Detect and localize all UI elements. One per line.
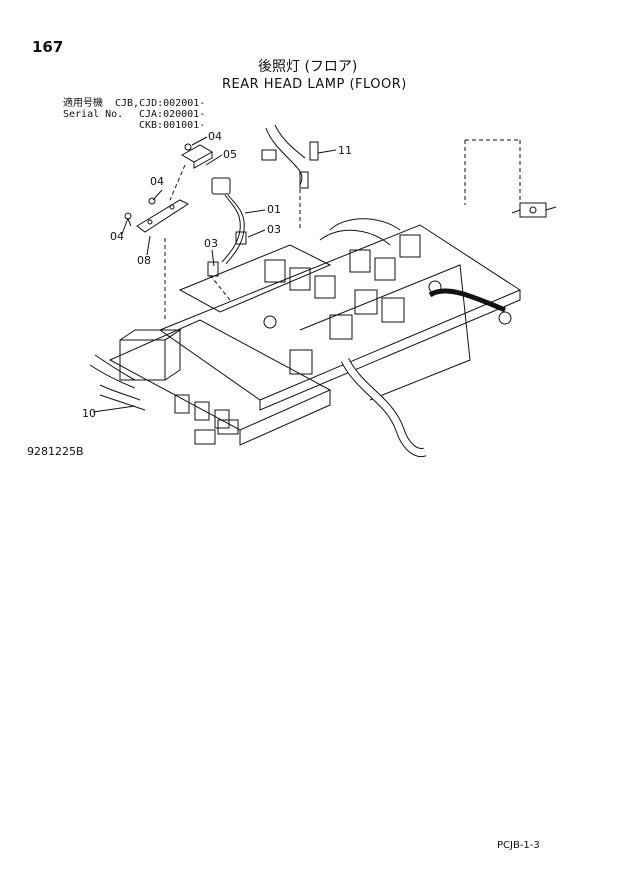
callout-03-connector: 03 (204, 237, 218, 250)
mount-bolt (263, 315, 277, 329)
serial-line-2: CJA:020001- (139, 109, 206, 120)
serial-label-en: Serial No. (63, 109, 124, 120)
bracket-08 (136, 199, 190, 233)
serial-line-3: CKB:001001- (139, 120, 206, 131)
transformer (119, 329, 182, 381)
cable-hose (319, 218, 506, 457)
callout-01-harness: 01 (267, 203, 281, 216)
page-number: 167 (32, 38, 64, 56)
harness-01 (211, 177, 245, 265)
serial-label-jp: 適用号機 (63, 98, 103, 109)
mount-bolt (428, 280, 442, 294)
floor-frame (108, 224, 522, 446)
leader-lines (92, 136, 337, 413)
lamp-part (511, 202, 557, 218)
drawing-number: 9281225B (27, 445, 84, 458)
callout-03-connector: 03 (267, 223, 281, 236)
bolt-04 (124, 143, 192, 227)
callout-10-assembly: 10 (82, 407, 96, 420)
mount-bolt (498, 311, 512, 325)
page-title: REAR HEAD LAMP (FLOOR) (222, 77, 407, 92)
serial-line-1: CJB,CJD:002001- (115, 98, 206, 109)
wire-leads (89, 354, 146, 411)
callout-11-harness: 11 (338, 144, 352, 157)
harness-11 (261, 124, 319, 189)
relay-block (174, 234, 421, 429)
title-japanese: 後照灯 (フロア) (258, 59, 358, 75)
callout-08-bracket: 08 (137, 254, 151, 267)
connector-block (194, 419, 239, 445)
callout-04-bolt: 04 (110, 230, 124, 243)
callout-04-bolt: 04 (208, 130, 222, 143)
relay-05 (180, 144, 214, 169)
callout-04-bolt: 04 (150, 175, 164, 188)
page-code: PCJB-1-3 (497, 840, 540, 851)
callout-05-relay: 05 (223, 148, 237, 161)
